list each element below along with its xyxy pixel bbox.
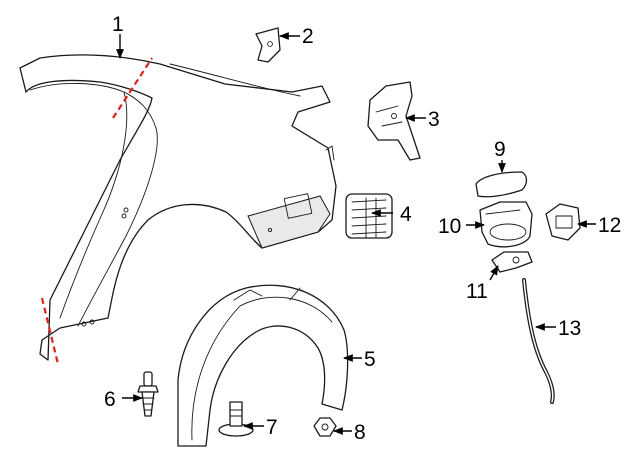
callout-8: 8	[354, 421, 366, 444]
push-clip-part-6	[137, 371, 159, 417]
filler-housing-part-10	[479, 201, 533, 248]
callout-11: 11	[466, 280, 488, 303]
fuel-door-part-9	[475, 171, 528, 198]
cut-line-lower	[40, 297, 60, 365]
leader-11	[489, 265, 499, 281]
callout-9: 9	[494, 138, 506, 161]
bracket-part-2	[255, 27, 281, 63]
callout-labels: 1 2 3 4 5 6 7 8 9 10 11 12 13	[104, 13, 621, 444]
vent-part-4	[345, 193, 393, 239]
callout-5: 5	[364, 348, 376, 371]
bracket-part-11	[491, 251, 533, 273]
callout-6: 6	[104, 388, 116, 411]
callout-1: 1	[112, 13, 124, 36]
quarter-panel	[19, 54, 337, 361]
reinforcement-part-3	[367, 81, 421, 161]
drain-hose-part-13	[522, 278, 555, 404]
actuator-part-12	[545, 203, 581, 241]
callout-12: 12	[598, 214, 621, 237]
callout-13: 13	[558, 317, 581, 340]
bolt-part-7	[218, 401, 254, 437]
nut-part-8	[313, 417, 337, 437]
cut-line-upper	[112, 57, 153, 119]
leader-lines	[116, 32, 596, 435]
callout-7: 7	[266, 416, 278, 439]
callout-2: 2	[302, 25, 314, 48]
callout-3: 3	[428, 108, 440, 131]
callout-10: 10	[438, 215, 461, 238]
fender-liner-part-5	[177, 284, 349, 447]
callout-4: 4	[400, 203, 412, 226]
